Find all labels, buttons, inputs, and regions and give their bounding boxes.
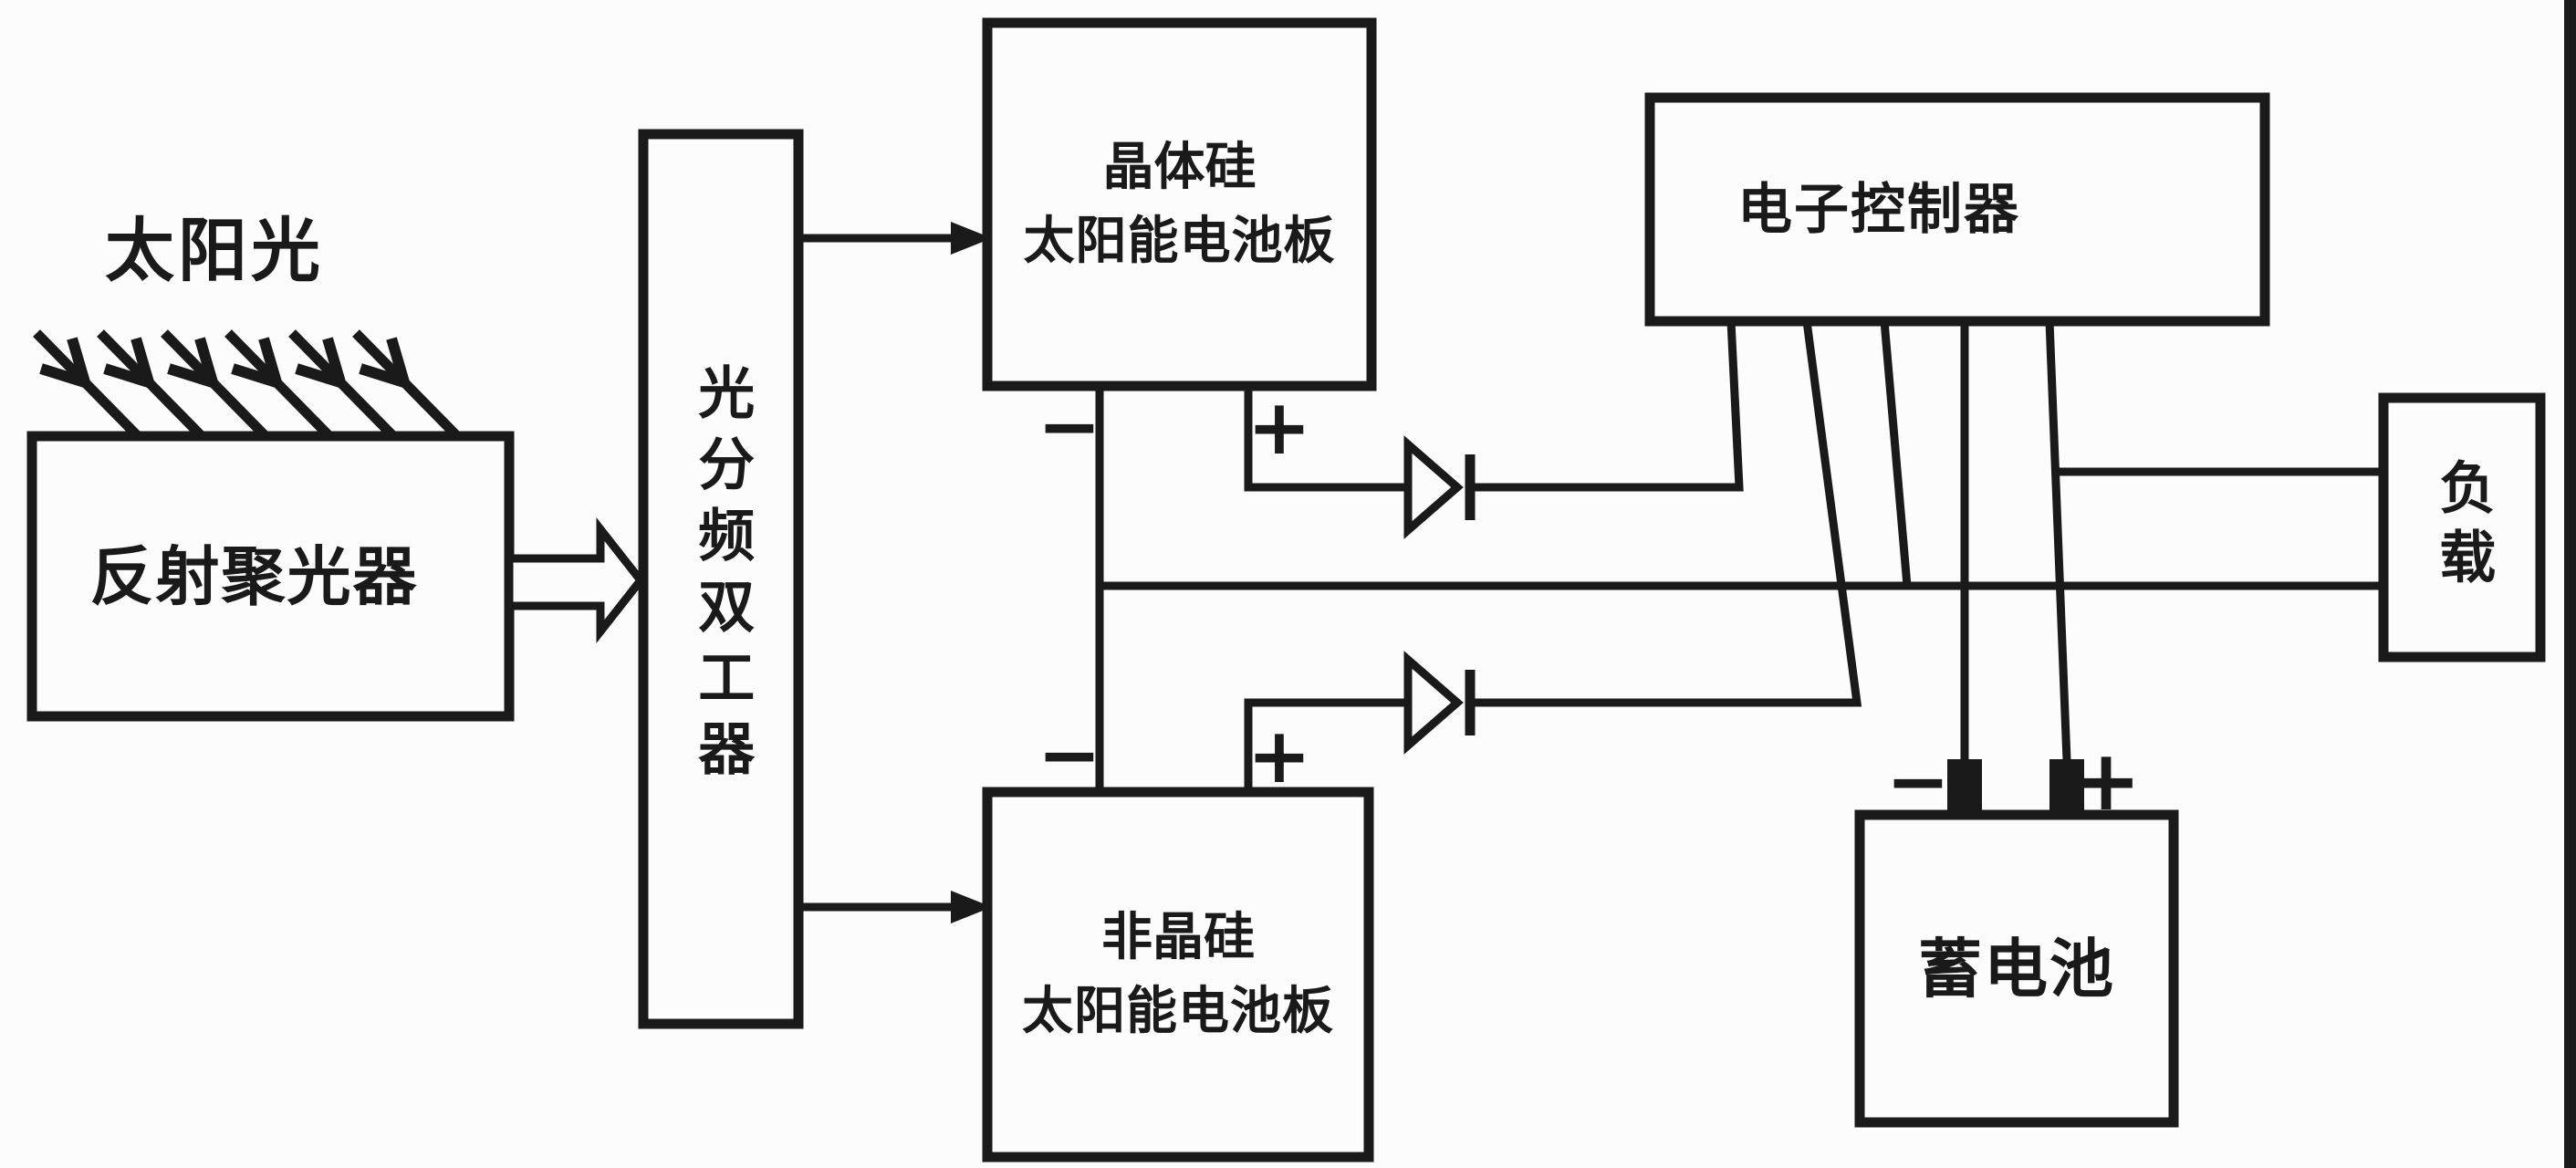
- sun-ray-arrowhead-icon: [39, 337, 93, 391]
- controller-box: [1644, 92, 2270, 327]
- arrowhead-crystalline-input-icon: [951, 222, 992, 255]
- sun-ray-arrowhead-icon: [103, 337, 157, 391]
- battery-terminal-negative-icon: [1947, 759, 1982, 816]
- wire-diode-to-controller-bottom: [1470, 320, 1862, 707]
- wire-controller-battery-positive: [2045, 320, 2071, 761]
- wire-diode-to-controller-top: [1470, 320, 1744, 492]
- load-box: [2378, 392, 2546, 662]
- reflector-box: [26, 431, 515, 722]
- sun-ray-arrowhead-icon: [231, 337, 285, 391]
- battery-terminal-positive-icon: [2049, 759, 2084, 816]
- amorphous-panel-box: [982, 787, 1374, 1163]
- crystalline-panel-box: [982, 17, 1377, 391]
- sun-ray-arrowhead-icon: [167, 337, 221, 391]
- controller-lead-bus: [1880, 320, 1912, 587]
- sunlight-rays-icon: [33, 329, 460, 439]
- arrowhead-amorphous-input-icon: [951, 891, 992, 923]
- wire-crystalline-positive: [1244, 386, 1410, 492]
- diode-amorphous-icon: [1403, 651, 1464, 755]
- duplexer-box: [638, 129, 804, 1029]
- wire-amorphous-positive: [1244, 698, 1410, 792]
- sun-ray-arrowhead-icon: [295, 337, 349, 391]
- light-flow-arrow-icon: [505, 516, 646, 644]
- screenshot-edge-artifact: [2564, 0, 2576, 1168]
- sun-ray-arrowhead-icon: [359, 337, 412, 391]
- battery-box: [1854, 809, 2179, 1128]
- diode-crystalline-icon: [1403, 435, 1464, 539]
